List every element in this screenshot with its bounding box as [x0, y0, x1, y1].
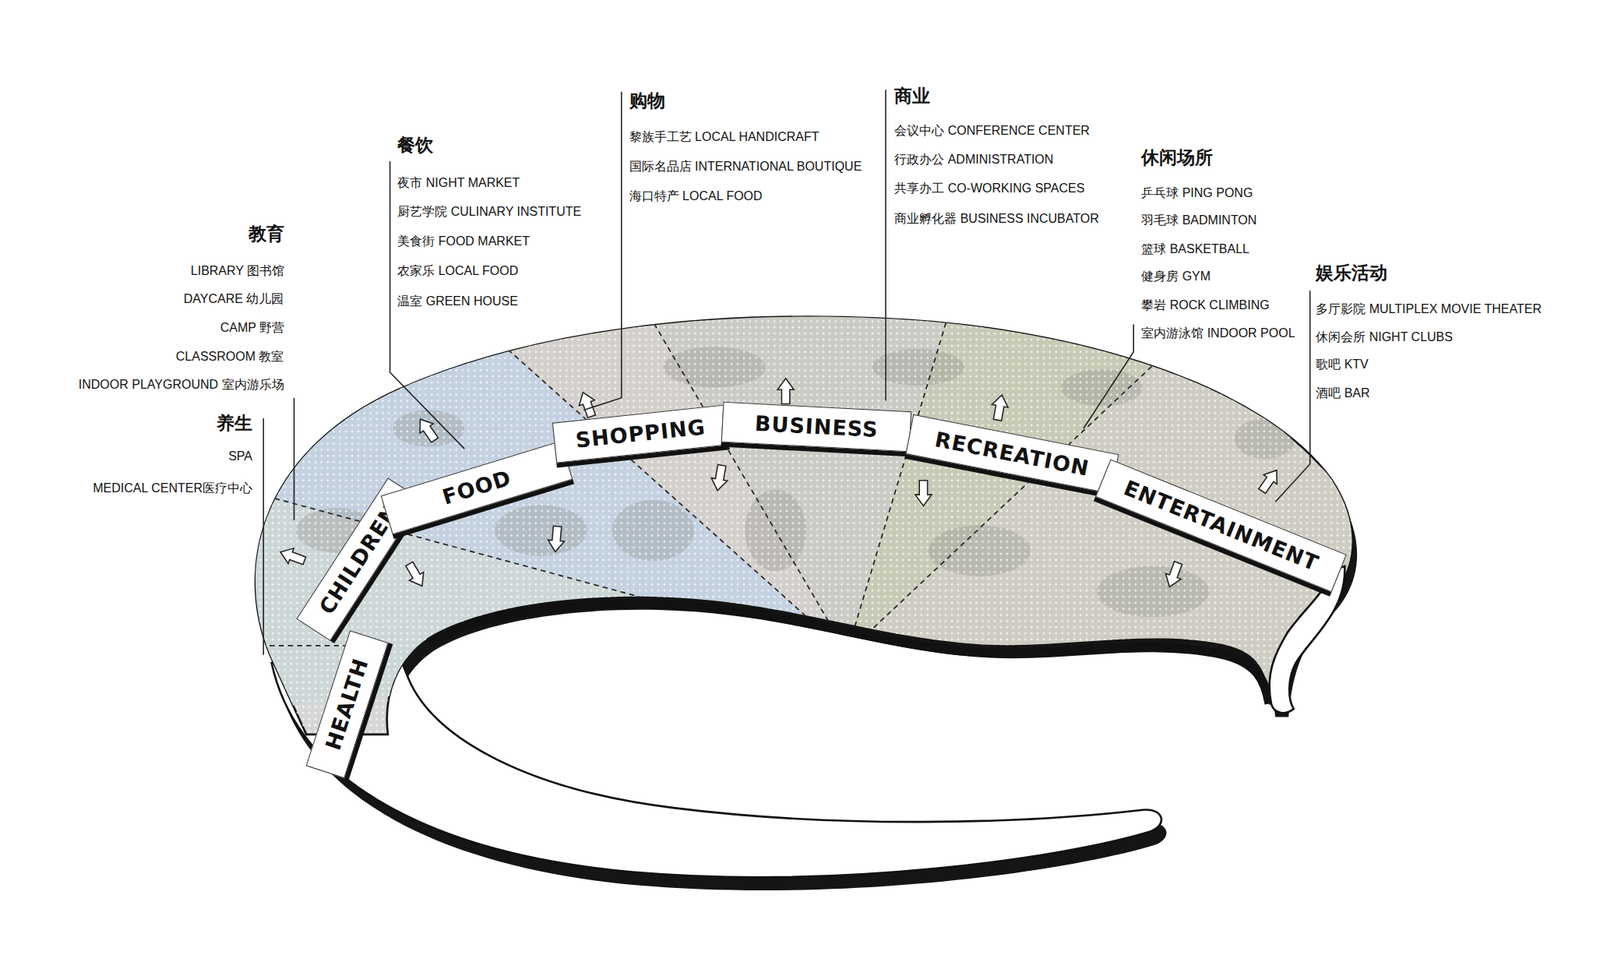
segment-label: ENTERTAINMENT	[1120, 475, 1322, 575]
category-heading: 商业	[892, 85, 932, 108]
program-item: MEDICAL CENTER医疗中心	[91, 480, 254, 496]
program-item: 歌吧 KTV	[1314, 356, 1371, 372]
flow-arrow	[575, 389, 600, 420]
program-item: LIBRARY 图书馆	[189, 263, 286, 279]
segment-label: SHOPPING	[574, 415, 708, 452]
program-item: 乒乓球 PING PONG	[1139, 185, 1255, 201]
program-item: 美食街 FOOD MARKET	[395, 233, 532, 249]
program-item: 行政办公 ADMINISTRATION	[892, 151, 1055, 167]
program-item: 健身房 GYM	[1139, 268, 1213, 284]
flow-arrow	[546, 525, 566, 553]
flow-arrow	[989, 393, 1010, 422]
disk-thickness	[428, 603, 1269, 705]
flow-arrow	[777, 378, 794, 405]
program-item: 羽毛球 BADMINTON	[1139, 212, 1259, 228]
program-item: 厨艺学院 CULINARY INSTITUTE	[395, 204, 583, 219]
photo-sectors	[204, 296, 1388, 755]
ring-segment: RECREATION	[905, 414, 1120, 494]
flow-arrow	[1255, 465, 1284, 497]
ring-segment: BUSINESS	[721, 401, 913, 452]
program-item: 篮球 BASKETBALL	[1139, 241, 1252, 257]
ring-segment: ENTERTAINMENT	[1095, 458, 1347, 593]
program-item: 休闲会所 NIGHT CLUBS	[1314, 329, 1455, 345]
segment-label: RECREATION	[933, 427, 1092, 481]
leader-line	[262, 418, 265, 656]
flow-arrow	[277, 544, 307, 569]
segment-label: BUSINESS	[754, 412, 879, 442]
program-item: 国际名品店 INTERNATIONAL BOUTIQUE	[627, 158, 864, 174]
ring-lower-arm	[271, 652, 1162, 878]
program-item: 海口特产 LOCAL FOOD	[627, 188, 765, 204]
segment-label: FOOD	[439, 466, 514, 510]
program-item: 农家乐 LOCAL FOOD	[395, 263, 520, 279]
sector-dividers	[204, 296, 1184, 653]
program-item: 多厅影院 MULTIPLEX MOVIE THEATER	[1314, 301, 1544, 317]
leader-line	[884, 89, 887, 401]
program-item: CAMP 野营	[218, 320, 286, 335]
halftone-dots	[204, 296, 1388, 755]
category-heading: 休闲场所	[1139, 147, 1215, 170]
program-item: 夜市 NIGHT MARKET	[395, 175, 522, 191]
category-heading: 养生	[214, 412, 254, 435]
leader-line	[583, 91, 621, 411]
program-item: 酒吧 BAR	[1314, 385, 1371, 401]
flow-arrow	[915, 480, 932, 507]
program-item: INDOOR PLAYGROUND 室内游乐场	[77, 377, 286, 392]
program-item: 攀岩 ROCK CLIMBING	[1139, 297, 1271, 313]
ring-segment: FOOD	[380, 440, 573, 536]
segment-label: HEALTH	[320, 655, 373, 753]
leader-line	[1083, 324, 1134, 429]
flow-arrow	[413, 414, 442, 445]
leader-line	[1275, 290, 1311, 502]
program-item: 室内游泳馆 INDOOR POOL	[1139, 325, 1297, 341]
program-item: 商业孵化器 BUSINESS INCUBATOR	[892, 211, 1101, 226]
program-item: DAYCARE 幼儿园	[182, 291, 286, 307]
leader-line	[293, 398, 296, 521]
program-item: CLASSROOM 教室	[174, 348, 286, 364]
flow-arrow	[709, 464, 730, 493]
ring-segment: SHOPPING	[552, 404, 730, 463]
leader-lines	[263, 89, 1311, 655]
flow-arrow	[1161, 560, 1186, 590]
category-heading: 教育	[246, 223, 286, 246]
ring-segment: HEALTH	[305, 630, 388, 779]
program-item: 黎族手工艺 LOCAL HANDICRAFT	[627, 129, 822, 145]
program-item: SPA	[226, 448, 254, 464]
category-heading: 餐饮	[395, 134, 435, 157]
category-heading: 购物	[627, 90, 667, 113]
category-heading: 娱乐活动	[1314, 262, 1389, 285]
program-item: 会议中心 CONFERENCE CENTER	[892, 123, 1092, 138]
program-item: 共享办工 CO-WORKING SPACES	[892, 180, 1086, 196]
flow-arrow	[401, 560, 430, 591]
program-item: 温室 GREEN HOUSE	[395, 293, 520, 309]
